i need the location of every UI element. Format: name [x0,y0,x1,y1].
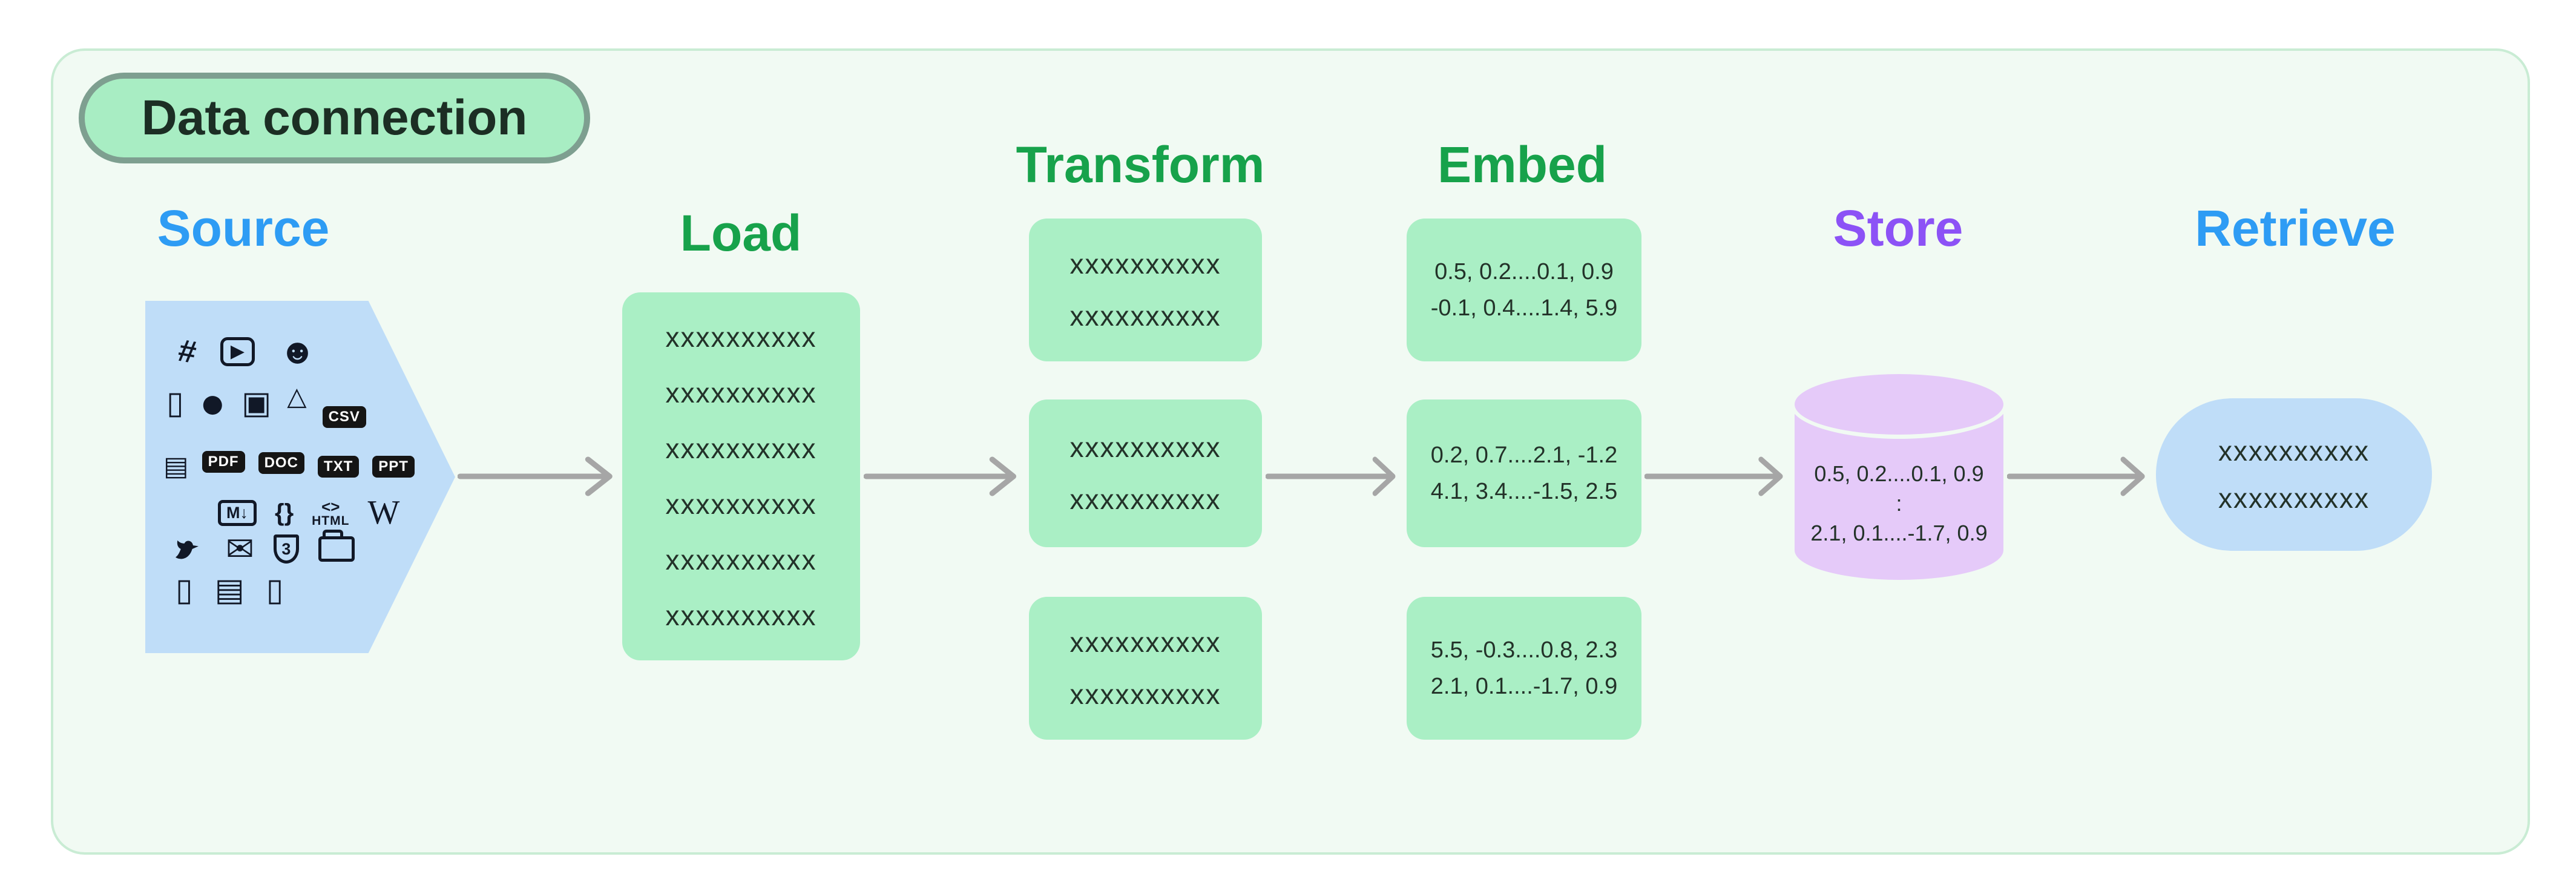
embed-header: Embed [1437,136,1608,193]
file-icon: ▯ [166,386,184,421]
embed-box-2: 0.2, 0.7....2.1, -1.2 4.1, 3.4....-1.5, … [1407,399,1641,547]
flow-arrow-load-to-transform [864,456,1017,496]
html-icon-brackets: <> [321,497,340,516]
placeholder-text-line: xxxxxxxxxx [1070,484,1221,515]
google-drive-icon: △ [287,382,307,410]
placeholder-text-line: xxxxxxxxxx [665,544,817,576]
placeholder-text-line: xxxxxxxxxx [665,433,817,464]
source-header: Source [157,200,330,257]
stored-vector-line: 0.5, 0.2....0.1, 0.9 [1814,461,1984,486]
embedding-vector-line: 2.1, 0.1....-1.7, 0.9 [1430,674,1618,699]
markdown-icon: M↓ [218,499,257,526]
placeholder-text-line: xxxxxxxxxx [1070,679,1221,710]
embedding-vector-line: 4.1, 3.4....-1.5, 2.5 [1430,479,1618,504]
wikipedia-icon: W [367,494,400,531]
csv-file-icon: CSV [322,406,366,428]
embed-box-3: 5.5, -0.3....0.8, 2.3 2.1, 0.1....-1.7, … [1407,597,1641,740]
file-lines-icon: ▤ [163,452,189,481]
embedding-vector-line: 0.5, 0.2....0.1, 0.9 [1434,259,1614,284]
load-header: Load [680,205,802,261]
vector-store-cylinder: 0.5, 0.2....0.1, 0.9 : 2.1, 0.1....-1.7,… [1790,370,2008,580]
transform-box-1: xxxxxxxxxx xxxxxxxxxx [1029,219,1262,361]
flow-arrow-store-to-retrieve [2007,456,2145,496]
retrieve-box: xxxxxxxxxx xxxxxxxxxx [2156,398,2432,551]
css3-icon: 3 [273,534,299,564]
html-icon: <> HTML [312,499,349,527]
placeholder-text-line: xxxxxxxxxx [665,377,817,409]
github-icon: ● [199,379,226,427]
placeholder-text-line: xxxxxxxxxx [665,321,817,353]
diagram-panel [51,48,2530,855]
pdf-file-icon: PDF [202,451,245,473]
folder-icon [318,530,355,562]
load-box: xxxxxxxxxx xxxxxxxxxx xxxxxxxxxx xxxxxxx… [622,292,860,660]
stored-vector-ellipsis: : [1896,491,1902,516]
mail-icon: ✉ [226,530,254,568]
stored-vector-line: 2.1, 0.1....-1.7, 0.9 [1810,521,1988,545]
transform-box-3: xxxxxxxxxx xxxxxxxxxx [1029,597,1262,740]
diagram-title-badge: Data connection [79,73,590,163]
flow-arrow-embed-to-store [1644,456,1783,496]
image-icon: ▣ [242,386,272,421]
cylinder-lid [1790,370,2008,439]
transform-box-2: xxxxxxxxxx xxxxxxxxxx [1029,399,1262,547]
store-header: Store [1833,200,1963,257]
flow-arrow-transform-to-embed [1266,456,1396,496]
placeholder-text-line: xxxxxxxxxx [665,488,817,520]
embedding-vector-line: 5.5, -0.3....0.8, 2.3 [1430,637,1618,663]
flow-arrow-source-to-load [458,456,613,496]
doc-file-icon: DOC [258,452,304,474]
file-icon: ▯ [176,573,193,608]
diagram-title: Data connection [141,90,528,145]
embedding-vector-line: -0.1, 0.4....1.4, 5.9 [1430,295,1618,321]
embed-box-1: 0.5, 0.2....0.1, 0.9 -0.1, 0.4....1.4, 5… [1407,219,1641,361]
file-lines-icon: ▤ [214,573,245,608]
placeholder-text-line: xxxxxxxxxx [2218,482,2370,514]
discord-icon: ☻ [279,332,317,371]
retrieve-header: Retrieve [2195,200,2396,257]
file-icon: ▯ [266,573,284,608]
txt-file-icon: TXT [317,456,360,478]
transform-header: Transform [1016,136,1265,193]
placeholder-text-line: xxxxxxxxxx [1070,432,1221,463]
youtube-icon: ▶ [220,337,255,366]
placeholder-text-line: xxxxxxxxxx [1070,626,1221,658]
placeholder-text-line: xxxxxxxxxx [1070,300,1221,332]
placeholder-text-line: xxxxxxxxxx [665,600,817,631]
ppt-file-icon: PPT [372,456,415,478]
code-file-icon: {} [275,499,294,526]
placeholder-text-line: xxxxxxxxxx [2218,435,2370,467]
placeholder-text-line: xxxxxxxxxx [1070,248,1221,280]
html-icon-label: HTML [312,513,350,528]
embedding-vector-line: 0.2, 0.7....2.1, -1.2 [1430,442,1618,468]
twitter-icon [172,535,206,563]
slack-icon: # [176,332,199,371]
